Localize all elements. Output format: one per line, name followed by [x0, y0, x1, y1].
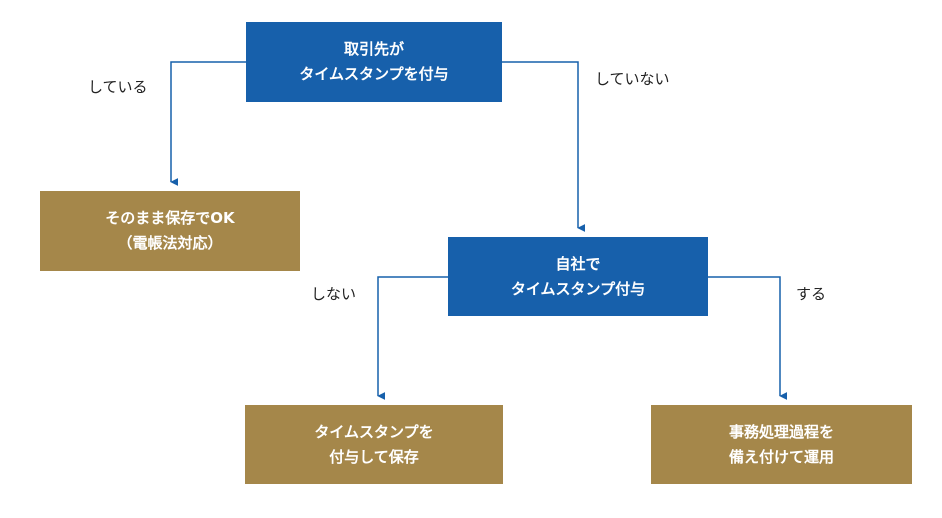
edge-label-yes-partner: している	[88, 78, 148, 96]
node-text-line: タイムスタンプ付与	[510, 279, 646, 298]
node-text-line: 取引先が	[343, 40, 404, 58]
result-node-save-as-is: そのまま保存でOK （電帳法対応）	[40, 191, 300, 271]
result-node-stamp-and-save: タイムスタンプを 付与して保存	[245, 405, 503, 484]
node-text-line: 事務処理過程を	[728, 422, 834, 441]
edge-label-no-partner: していない	[595, 70, 670, 88]
node-text-line: タイムスタンプを	[314, 422, 434, 441]
node-text-line: 付与して保存	[329, 447, 419, 466]
node-text-line: 自社で	[555, 254, 601, 273]
decision-node-self-timestamp: 自社で タイムスタンプ付与	[448, 237, 708, 316]
edge-q2-yes	[708, 276, 788, 400]
edge-q1-no	[502, 61, 586, 232]
node-text-line: 備え付けて運用	[728, 447, 834, 466]
result-node-office-procedure: 事務処理過程を 備え付けて運用	[651, 405, 912, 484]
node-text-line: （電帳法対応）	[117, 234, 223, 252]
decision-node-partner-timestamp: 取引先が タイムスタンプを付与	[246, 22, 502, 102]
edge-q1-yes	[170, 61, 246, 186]
edge-q2-no	[377, 276, 448, 400]
node-text-line: そのまま保存でOK	[105, 209, 235, 227]
edge-label-yes-self: する	[796, 285, 827, 303]
node-text-line: タイムスタンプを付与	[299, 65, 449, 83]
edge-label-no-self: しない	[311, 285, 357, 303]
